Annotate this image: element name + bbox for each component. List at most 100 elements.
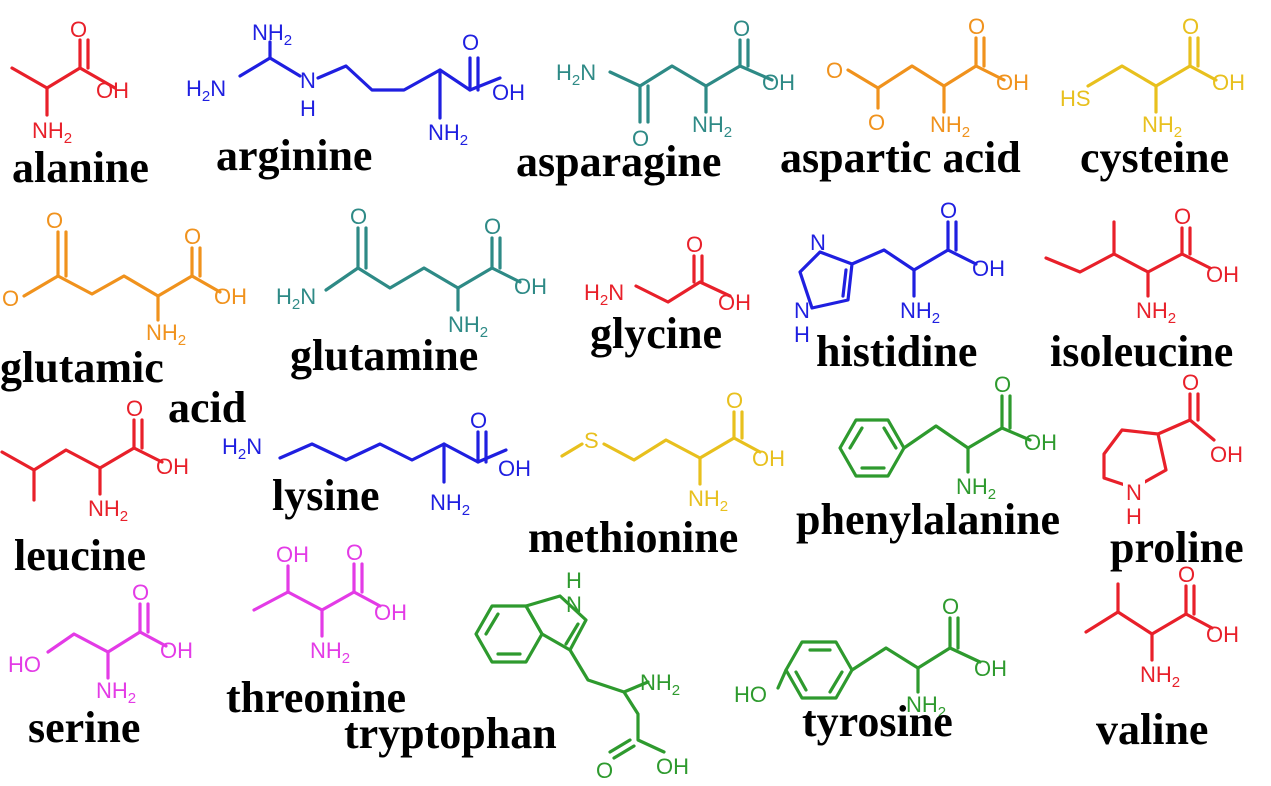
svg-text:H2N: H2N xyxy=(556,60,596,89)
structure-serine: HO O OH NH2 xyxy=(8,580,193,707)
svg-text:H: H xyxy=(566,568,582,593)
svg-text:NH2: NH2 xyxy=(900,298,940,327)
svg-text:NH2: NH2 xyxy=(1142,112,1182,141)
svg-text:OH: OH xyxy=(1212,70,1245,95)
svg-text:O: O xyxy=(940,198,957,223)
svg-text:N: N xyxy=(794,298,810,323)
label-lysine: lysine xyxy=(272,471,380,520)
svg-text:H2N: H2N xyxy=(276,284,316,313)
svg-text:OH: OH xyxy=(1210,442,1243,467)
svg-text:OH: OH xyxy=(498,456,531,481)
structure-lysine: H2N O OH NH2 xyxy=(222,408,531,519)
structure-arginine: NH2 H2N N H O OH NH2 xyxy=(186,20,525,149)
atom-oh: OH xyxy=(96,78,129,103)
structure-asparagine: H2N O OH O NH2 xyxy=(556,16,795,151)
label-isoleucine: isoleucine xyxy=(1050,327,1234,376)
label-tyrosine: tyrosine xyxy=(802,697,953,746)
svg-text:NH2: NH2 xyxy=(688,486,728,515)
svg-text:OH: OH xyxy=(762,70,795,95)
svg-text:N: N xyxy=(810,230,826,255)
label-alanine: alanine xyxy=(12,143,149,192)
svg-text:NH2: NH2 xyxy=(428,120,468,149)
label-proline: proline xyxy=(1110,523,1244,572)
svg-text:O: O xyxy=(184,224,201,249)
svg-text:O: O xyxy=(462,30,479,55)
svg-text:OH: OH xyxy=(656,754,689,779)
atom-o: O xyxy=(70,17,87,42)
svg-text:O: O xyxy=(46,208,63,233)
svg-text:O: O xyxy=(132,580,149,605)
svg-text:OH: OH xyxy=(492,80,525,105)
svg-text:O: O xyxy=(968,14,985,39)
svg-text:OH: OH xyxy=(160,638,193,663)
svg-text:NH2: NH2 xyxy=(1136,298,1176,327)
label-glycine: glycine xyxy=(590,309,722,358)
svg-text:O: O xyxy=(994,372,1011,397)
structure-isoleucine: O OH NH2 xyxy=(1044,204,1239,327)
svg-text:O: O xyxy=(346,540,363,565)
svg-text:OH: OH xyxy=(374,600,407,625)
svg-text:O: O xyxy=(470,408,487,433)
label-aspartic-acid: aspartic acid xyxy=(780,133,1021,182)
svg-text:OH: OH xyxy=(276,542,309,567)
label-phenylalanine: phenylalanine xyxy=(796,495,1061,544)
label-cysteine: cysteine xyxy=(1080,133,1230,182)
structure-threonine: OH O OH NH2 xyxy=(252,540,407,667)
svg-text:NH2: NH2 xyxy=(640,670,680,699)
svg-text:HO: HO xyxy=(8,652,41,677)
label-leucine: leucine xyxy=(14,531,146,580)
svg-text:HO: HO xyxy=(734,682,767,707)
svg-text:O: O xyxy=(942,594,959,619)
svg-text:H: H xyxy=(300,96,316,121)
svg-text:O: O xyxy=(632,126,649,151)
svg-text:NH2: NH2 xyxy=(956,474,996,503)
svg-text:NH2: NH2 xyxy=(1140,662,1180,691)
svg-text:O: O xyxy=(126,396,143,421)
svg-text:OH: OH xyxy=(514,274,547,299)
label-valine: valine xyxy=(1096,705,1209,754)
svg-text:NH2: NH2 xyxy=(430,490,470,519)
svg-text:OH: OH xyxy=(1024,430,1057,455)
svg-text:NH2: NH2 xyxy=(88,496,128,525)
svg-text:O: O xyxy=(686,232,703,257)
label-glutamine: glutamine xyxy=(290,331,479,380)
label-histidine: histidine xyxy=(816,327,978,376)
svg-text:OH: OH xyxy=(996,70,1029,95)
structure-glutamic-acid: O O O OH NH2 xyxy=(2,208,247,349)
svg-text:NH2: NH2 xyxy=(448,312,488,341)
svg-text:OH: OH xyxy=(1206,622,1239,647)
svg-text:O: O xyxy=(1182,14,1199,39)
svg-text:OH: OH xyxy=(156,454,189,479)
svg-text:H2N: H2N xyxy=(186,76,226,105)
svg-text:H: H xyxy=(794,322,810,347)
svg-text:NH2: NH2 xyxy=(252,20,292,49)
label-methionine: methionine xyxy=(528,513,739,562)
svg-text:S: S xyxy=(584,428,599,453)
svg-text:O: O xyxy=(726,388,743,413)
svg-text:NH2: NH2 xyxy=(96,678,136,707)
svg-text:N: N xyxy=(566,592,582,617)
svg-text:NH2: NH2 xyxy=(146,320,186,349)
svg-text:O: O xyxy=(2,286,19,311)
svg-text:O: O xyxy=(1178,562,1195,587)
label-acid: acid xyxy=(168,383,247,432)
svg-text:O: O xyxy=(484,214,501,239)
svg-text:H: H xyxy=(1126,504,1142,529)
structure-glutamine: H2N O O OH NH2 xyxy=(276,204,547,341)
svg-text:NH2: NH2 xyxy=(692,112,732,141)
label-threonine: threonine xyxy=(226,673,407,722)
svg-text:O: O xyxy=(826,58,843,83)
svg-text:NH2: NH2 xyxy=(906,692,946,721)
label-tryptophan: tryptophan xyxy=(344,709,557,758)
svg-text:H2N: H2N xyxy=(584,280,624,309)
svg-text:N: N xyxy=(1126,480,1142,505)
svg-text:OH: OH xyxy=(214,284,247,309)
structure-tryptophan: H N NH2 O OH xyxy=(474,568,689,783)
label-glutamic: glutamic xyxy=(0,343,164,392)
svg-text:O: O xyxy=(733,16,750,41)
structure-histidine: N N H O OH NH2 xyxy=(794,198,1005,347)
structure-cysteine: HS O OH NH2 xyxy=(1060,14,1245,141)
structure-tyrosine: HO O OH NH2 xyxy=(734,594,1007,721)
